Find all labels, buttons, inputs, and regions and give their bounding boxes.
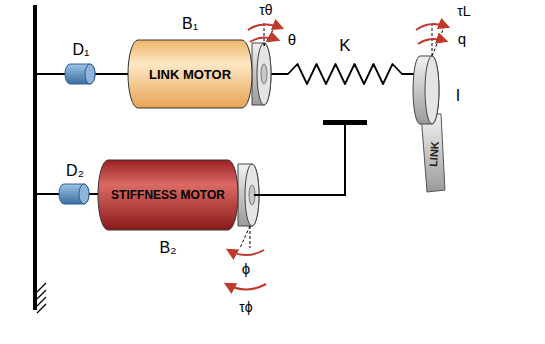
angle-label: ϕ	[242, 261, 250, 278]
link-disk	[413, 56, 439, 124]
motor-cylinder: LINK MOTOR	[128, 40, 252, 108]
torque-label: τθ	[259, 3, 272, 18]
angle-label: θ	[288, 32, 296, 49]
torque-label: τϕ	[239, 300, 252, 315]
inertia-label: B₂	[160, 239, 177, 257]
stiffness-slider-bar	[323, 120, 367, 125]
motor-label: LINK MOTOR	[149, 67, 231, 82]
cylinder-body	[128, 40, 252, 108]
angle-arrow	[228, 250, 264, 255]
ground-wall	[33, 5, 37, 310]
damper-label: D₂	[66, 162, 84, 180]
motor-cylinder: STIFFNESS MOTOR	[98, 160, 238, 230]
link-bar	[421, 114, 445, 192]
linkage-line	[254, 125, 345, 195]
angle-label: q	[458, 31, 466, 48]
node-outline	[416, 52, 450, 192]
link-disk-face	[425, 56, 439, 124]
damper-label: D₁	[73, 41, 90, 59]
damper-symbol	[65, 64, 95, 84]
inertia-label: I	[456, 87, 460, 105]
inertia-label: B₁	[182, 15, 198, 33]
rotor-disk	[252, 43, 271, 105]
cylinder-body	[98, 160, 238, 230]
link-label: LINK	[427, 141, 441, 167]
torque-arrow	[416, 24, 448, 30]
angle-arrow	[418, 39, 446, 44]
angle-arrow	[250, 37, 278, 42]
spring-label: K	[337, 36, 352, 56]
torque-label: τL	[457, 4, 470, 19]
ground-hatch	[37, 283, 46, 313]
damper-symbol	[59, 184, 89, 204]
torque-arrow	[248, 24, 282, 30]
motor-label: STIFFNESS MOTOR	[111, 188, 225, 202]
angle-reference	[240, 226, 250, 248]
torque-arrow	[226, 284, 266, 290]
link-arm: LINK	[416, 52, 450, 192]
spring-connector	[252, 64, 416, 84]
